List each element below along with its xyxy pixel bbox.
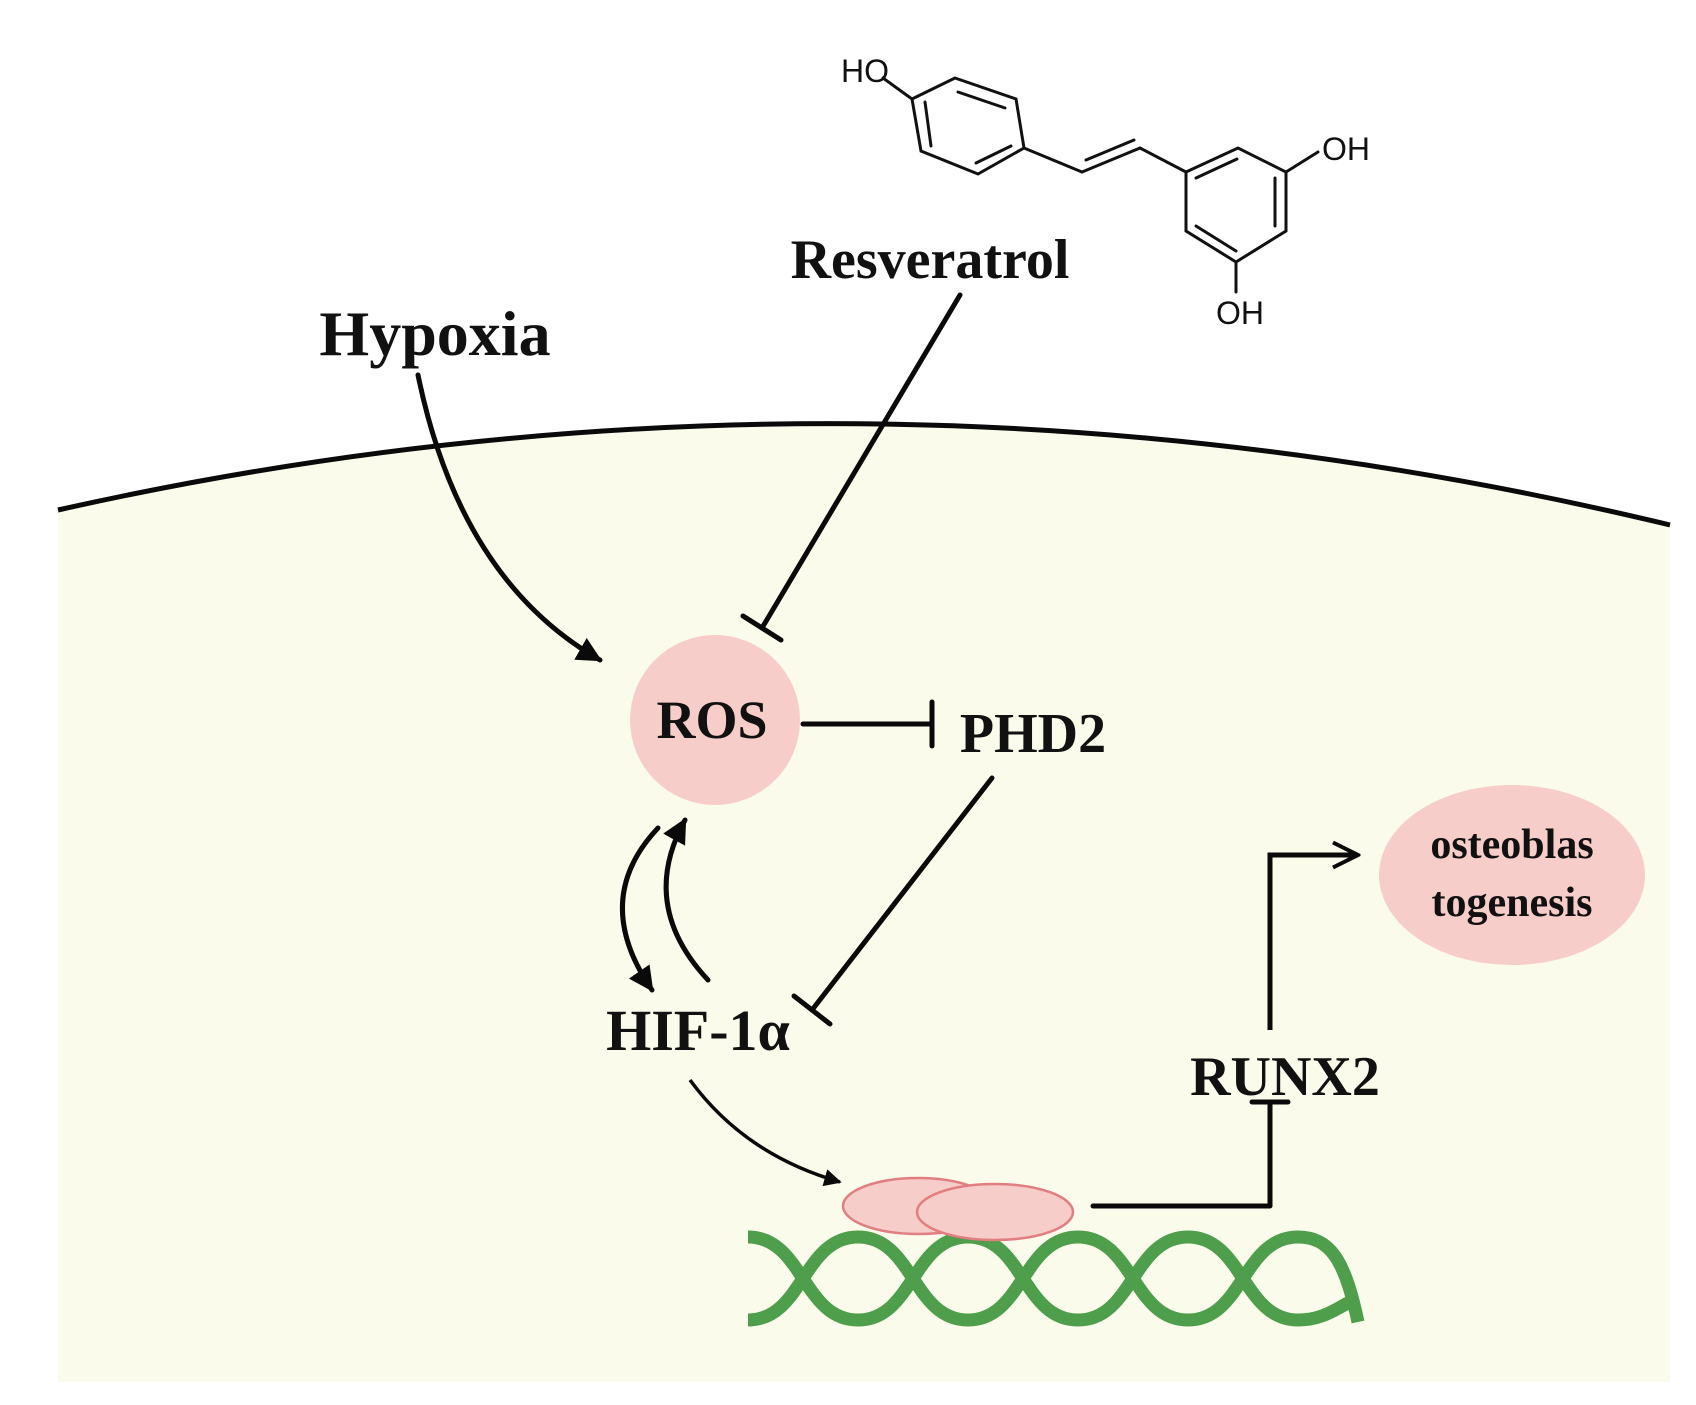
cell-membrane <box>57 421 1671 528</box>
dna-strand-a <box>747 1230 1359 1327</box>
phd2-hif-inhibition-bar <box>791 993 833 1027</box>
hif-to-dna-arrow <box>688 1078 842 1187</box>
hypoxia-to-ros-arrow <box>415 372 603 663</box>
resveratrol-inhibition-bar <box>740 613 784 643</box>
ros-to-hif-feedback-arrow <box>620 825 661 993</box>
resveratrol-structure: HO OH OH <box>841 53 1370 331</box>
vinyl-bond-2 <box>1080 146 1142 174</box>
resveratrol-inhibits-ros <box>759 292 963 631</box>
hif-label: HIF-1α <box>606 998 790 1063</box>
oh-bond-right <box>1284 150 1320 174</box>
runx2-label: RUNX2 <box>1190 1046 1380 1108</box>
transcription-factor-right <box>915 1182 1075 1242</box>
cell-body <box>58 423 1670 1383</box>
runx2-to-osteoblastogenesis-arrow <box>1267 855 1358 1030</box>
phenol-ring-inner-bond-3 <box>923 100 933 148</box>
ho-bond <box>881 76 914 101</box>
dna-strand-b <box>747 1230 1365 1327</box>
molecule-group-oh-bottom: OH <box>1216 295 1264 331</box>
ros-label: ROS <box>656 690 767 750</box>
osteoblastogenesis-node <box>1379 785 1645 965</box>
resveratrol-label: Resveratrol <box>791 229 1070 291</box>
phenol-ring-inner-bond-2 <box>974 144 1013 165</box>
dna-inhibits-runx2 <box>1090 1099 1273 1209</box>
ros-node <box>630 635 800 805</box>
osteoblastogenesis-label-line-2: togenesis <box>1432 880 1593 926</box>
vinyl-bond-3 <box>1138 146 1188 174</box>
hif-to-ros-feedback-arrow <box>663 817 711 983</box>
osteoblastogenesis-label-line-1: osteoblas <box>1430 822 1593 868</box>
phd2-inhibits-hif <box>809 775 995 1013</box>
hypoxia-label: Hypoxia <box>319 298 550 369</box>
vinyl-bond-1 <box>1022 146 1084 174</box>
resorcinol-ring <box>1184 146 1288 264</box>
molecule-group-ho: HO <box>841 53 889 89</box>
phenol-ring-inner-bond-1 <box>956 90 1007 110</box>
phd2-label: PHD2 <box>960 703 1106 765</box>
resorcinol-inner-bond-1 <box>1194 157 1239 180</box>
resorcinol-inner-bond-3 <box>1194 224 1238 253</box>
molecule-group-oh-right: OH <box>1322 131 1370 167</box>
vinyl-bond-2-double <box>1084 138 1136 162</box>
dna-helix <box>747 1230 1365 1327</box>
